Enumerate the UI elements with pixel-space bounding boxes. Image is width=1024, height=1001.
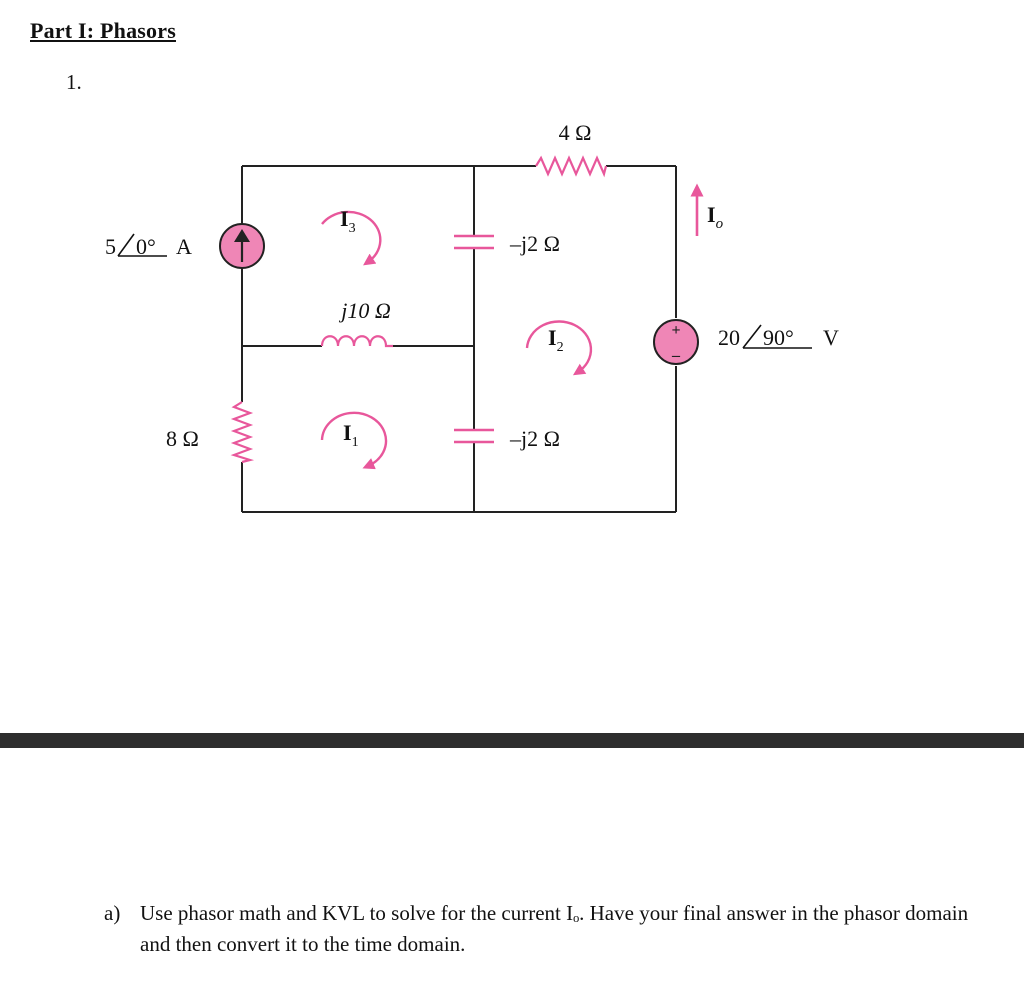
problem-number: 1. [66, 70, 82, 94]
label-i2: I2 [548, 325, 564, 355]
mesh-arrow-i1 [320, 411, 388, 470]
src-current-angle: 0° [136, 234, 156, 259]
label-i1: I1 [343, 420, 359, 450]
question-text: Use phasor math and KVL to solve for the… [140, 901, 969, 956]
src-voltage-unit: V [823, 325, 839, 350]
src-current-mag: 5 [105, 234, 116, 259]
capacitor-bottom [454, 428, 494, 444]
inductor-j10 [320, 335, 393, 348]
minus-sign: – [671, 347, 681, 364]
label-4-ohm: 4 Ω [559, 120, 592, 145]
label-cap-bottom: –j2 Ω [509, 426, 560, 451]
src-voltage-angle: 90° [763, 325, 794, 350]
angle-symbol-voltage [742, 324, 762, 349]
src-current-unit: A [176, 234, 192, 259]
resistor-8-ohm [230, 401, 255, 464]
label-8-ohm: 8 Ω [166, 426, 199, 451]
resistor-4-ohm [535, 155, 608, 178]
voltage-source: + – [653, 319, 699, 365]
label-i3: I3 [340, 206, 356, 236]
capacitor-top [454, 234, 494, 250]
mesh-arrow-i3 [321, 210, 382, 266]
current-source [219, 223, 265, 269]
circuit-diagram: + – 4 Ω –j2 Ω –j2 Ω j10 Ω 8 Ω 5 0° A 20 … [105, 120, 839, 513]
angle-symbol-current [117, 233, 135, 257]
label-cap-top: –j2 Ω [509, 231, 560, 256]
question-letter: a) [104, 901, 121, 925]
section-heading: Part I: Phasors [30, 18, 176, 43]
src-voltage-mag: 20 [718, 325, 740, 350]
mesh-arrow-i2 [525, 320, 593, 376]
plus-sign: + [671, 322, 680, 339]
label-io: Io [707, 202, 724, 232]
label-inductor: j10 Ω [338, 298, 391, 323]
section-divider [0, 733, 1024, 748]
